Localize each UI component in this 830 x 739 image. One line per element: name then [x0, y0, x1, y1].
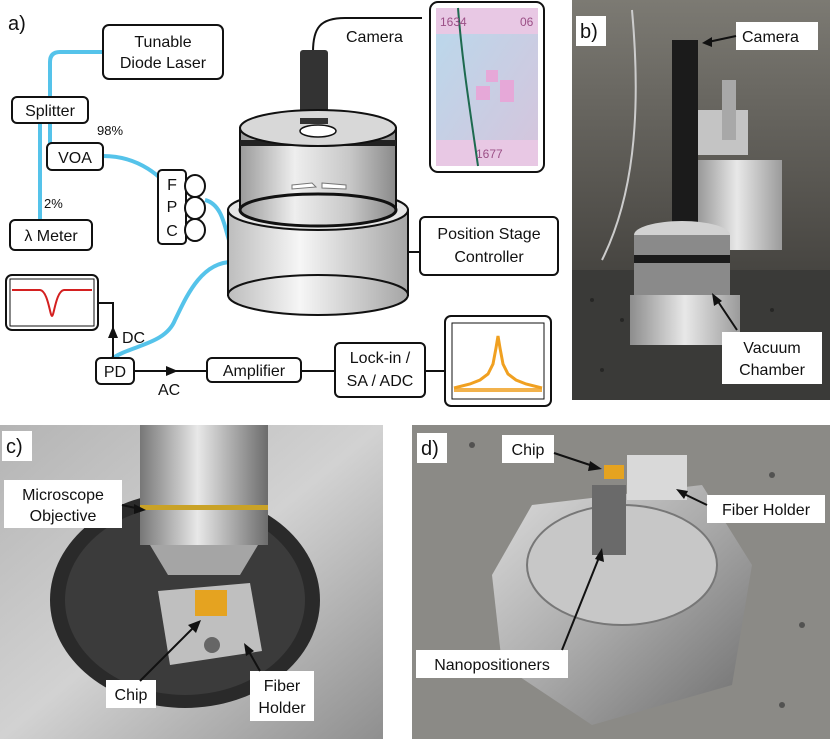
ac-label: AC — [158, 382, 180, 399]
fpc-paddles — [184, 174, 206, 242]
chip-text-1: 1634 — [440, 15, 467, 29]
panel-c-chip-label: Chip — [115, 687, 148, 704]
panel-b-camera-label: Camera — [742, 29, 799, 46]
camera-label: Camera — [346, 29, 403, 46]
nanopositioner-stack — [592, 485, 626, 555]
amplifier-label: Amplifier — [223, 363, 286, 380]
chip — [195, 590, 227, 616]
panel-c-photo: c) Microscope Objective Chip Fiber Holde… — [0, 425, 383, 739]
lockin-label-2: SA / ADC — [347, 373, 414, 390]
camera-cable — [312, 17, 422, 53]
chamber-top — [238, 109, 398, 228]
microscope-objective — [140, 425, 268, 545]
panel-d-label: d) — [421, 438, 439, 460]
lambda-meter-box — [9, 219, 93, 251]
fiber-holder-block — [627, 455, 687, 500]
splitter-label: Splitter — [25, 103, 75, 120]
pct-2: 2% — [44, 196, 63, 211]
pd-label: PD — [104, 364, 126, 381]
voa-box — [46, 142, 104, 171]
spectrum-plot — [444, 315, 552, 407]
optical-fibers — [38, 50, 234, 362]
panel-b-photo: Camera Vacuum Chamber b) — [572, 0, 830, 400]
panel-c-fiber-label-2: Holder — [258, 700, 306, 717]
fpc-f: F — [167, 177, 177, 194]
position-controller-label-2: Controller — [454, 249, 524, 266]
fiber-holder — [158, 583, 262, 665]
dc-dip-plot — [5, 274, 99, 331]
spectrum-peak — [453, 335, 543, 390]
camera-tube — [672, 40, 698, 240]
chip-text-3: 1677 — [476, 147, 503, 161]
ac-arrow — [166, 366, 178, 376]
panel-c-fiber-label-1: Fiber — [264, 678, 301, 695]
panel-a-schematic: a) Tunable Diode Laser Splitter 98% VOA … — [5, 1, 559, 407]
panel-d-chip-label: Chip — [512, 442, 545, 459]
camera-lens — [300, 118, 328, 124]
panel-b-vacuum-label-1: Vacuum — [743, 340, 801, 357]
panel-d-nanopositioners-label: Nanopositioners — [434, 657, 550, 674]
tunable-laser-label-2: Diode Laser — [120, 55, 207, 72]
dc-arrow — [108, 326, 118, 338]
pct-98: 98% — [97, 123, 123, 138]
panel-c-objective-label-2: Objective — [30, 508, 97, 525]
chip-text-2: 06 — [520, 15, 534, 29]
voa-label: VOA — [58, 150, 92, 167]
camera-body — [300, 50, 328, 120]
vacuum-chamber-top — [634, 235, 730, 295]
panel-a-label: a) — [8, 13, 26, 35]
position-controller-box — [419, 216, 559, 276]
lambda-meter-label: λ Meter — [24, 228, 78, 245]
panel-b-vacuum-label-2: Chamber — [739, 362, 805, 379]
dc-label: DC — [122, 330, 145, 347]
vacuum-chamber-base — [630, 295, 740, 345]
dc-line — [98, 302, 114, 358]
fpc-c: C — [166, 223, 178, 240]
tunable-laser-label-1: Tunable — [134, 34, 191, 51]
dip-curve — [12, 289, 92, 318]
position-controller-label-1: Position Stage — [437, 226, 540, 243]
panel-d-photo: d) Chip Fiber Holder Nanopositioners — [412, 425, 830, 739]
panel-d-fiber-holder-label: Fiber Holder — [722, 502, 811, 519]
panel-c-label: c) — [6, 436, 23, 458]
fpc-p: P — [167, 199, 178, 216]
panel-c-objective-label-1: Microscope — [22, 487, 104, 504]
chip-micrograph: 1634 06 1677 — [429, 1, 545, 173]
splitter-box — [11, 96, 89, 124]
panel-b-label: b) — [580, 21, 598, 43]
tunable-laser-box — [102, 24, 224, 80]
lockin-label-1: Lock-in / — [350, 350, 411, 367]
